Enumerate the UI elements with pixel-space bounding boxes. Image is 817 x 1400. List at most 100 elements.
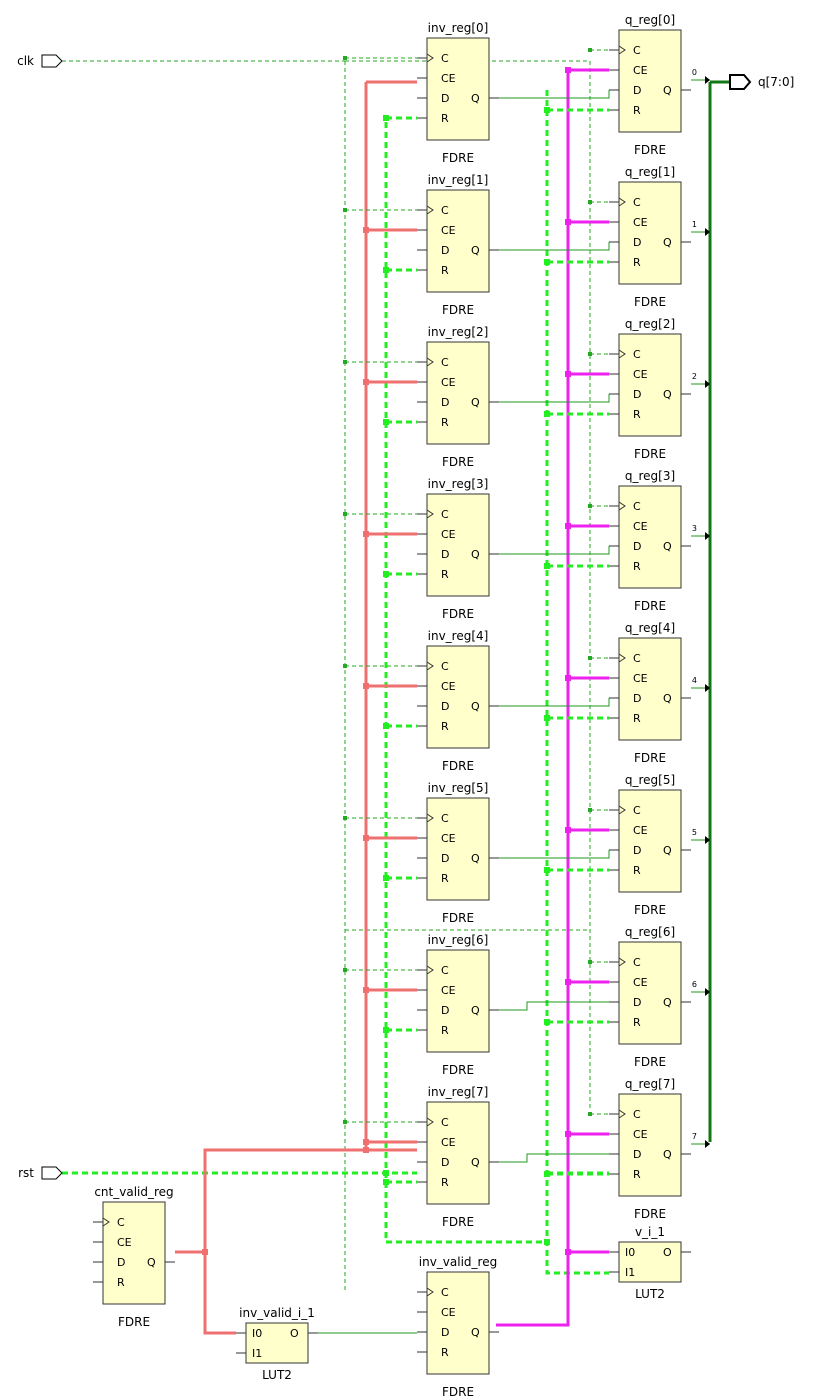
ce-junction xyxy=(363,1147,369,1153)
q-rst-spine[interactable] xyxy=(545,90,609,1275)
rst-port[interactable]: rst xyxy=(18,1166,63,1180)
fdre-body[interactable] xyxy=(618,941,682,1045)
pin-label-q: Q xyxy=(471,548,480,561)
lut-body[interactable] xyxy=(245,1322,309,1364)
fdre-body[interactable] xyxy=(618,1093,682,1197)
cell-type-label: FDRE xyxy=(634,295,666,309)
fdre-body[interactable] xyxy=(426,493,490,597)
pin-label-d: D xyxy=(633,540,641,553)
fdre-body[interactable] xyxy=(426,949,490,1053)
pin-label-c: C xyxy=(117,1216,125,1229)
cell-name-label: q_reg[0] xyxy=(625,13,675,27)
clk-junction xyxy=(343,208,347,212)
pin-label-c: C xyxy=(633,44,641,57)
pin-label-q: Q xyxy=(663,84,672,97)
pin-label-r: R xyxy=(633,560,641,573)
valid-junction xyxy=(565,675,571,681)
cell-name-label: inv_valid_reg xyxy=(419,1255,497,1269)
cell-name-label: q_reg[3] xyxy=(625,469,675,483)
cell-name-label: q_reg[4] xyxy=(625,621,675,635)
cell-type-label: FDRE xyxy=(442,911,474,925)
fdre-body[interactable] xyxy=(618,485,682,589)
pin-label-d: D xyxy=(441,1326,449,1339)
pin-label-d: D xyxy=(633,996,641,1009)
q-rst-junction xyxy=(544,715,550,721)
data-net[interactable] xyxy=(499,698,610,707)
fdre-body[interactable] xyxy=(618,333,682,437)
clock-edge-icon xyxy=(618,1109,626,1119)
port-label: q[7:0] xyxy=(758,75,794,89)
bus-bit-label: 2 xyxy=(692,372,697,381)
fdre-body[interactable] xyxy=(618,637,682,741)
fdre-body[interactable] xyxy=(426,645,490,749)
cnt-valid-to-lut[interactable] xyxy=(203,1252,236,1335)
data-net[interactable] xyxy=(499,90,610,99)
fdre-body[interactable] xyxy=(426,1271,490,1375)
bus-bit-label: 7 xyxy=(692,1132,697,1141)
cell-type-label: LUT2 xyxy=(635,1287,665,1301)
rst-junction xyxy=(383,1027,389,1033)
data-net[interactable] xyxy=(499,242,610,251)
pin-label-r: R xyxy=(441,1024,449,1037)
data-net[interactable] xyxy=(499,1001,609,1011)
lut-body[interactable] xyxy=(618,1241,682,1283)
clk-port[interactable]: clk xyxy=(17,54,63,68)
data-net[interactable] xyxy=(499,850,610,859)
q-clk-spine[interactable] xyxy=(345,60,591,1110)
port-shape[interactable] xyxy=(729,74,752,90)
fdre-body[interactable] xyxy=(618,29,682,133)
pin-label-q: Q xyxy=(663,236,672,249)
bus-bit-label: 3 xyxy=(692,524,697,533)
cell-type-label: FDRE xyxy=(442,1063,474,1077)
rst-spine[interactable] xyxy=(384,122,547,1244)
q-rst-junction xyxy=(544,563,550,569)
clock-edge-icon xyxy=(426,813,434,823)
cnt-valid-net[interactable] xyxy=(175,1148,417,1254)
pin-label-c: C xyxy=(441,1286,449,1299)
fdre-body[interactable] xyxy=(618,181,682,285)
fdre-body[interactable] xyxy=(426,189,490,293)
bus-tap-arrow xyxy=(705,1140,710,1148)
fdre-body[interactable] xyxy=(426,797,490,901)
pin-label-c: C xyxy=(633,652,641,665)
pin-label-r: R xyxy=(441,416,449,429)
data-net[interactable] xyxy=(499,1153,609,1163)
q-rst-junction xyxy=(544,411,550,417)
fdre-body[interactable] xyxy=(618,789,682,893)
valid-spine[interactable] xyxy=(496,70,570,1327)
fdre-body[interactable] xyxy=(426,1101,490,1205)
data-net[interactable] xyxy=(499,394,610,403)
ce-junction xyxy=(363,835,369,841)
port-shape[interactable] xyxy=(41,1166,63,1180)
fdre-body[interactable] xyxy=(426,341,490,445)
fdre-body[interactable] xyxy=(102,1201,166,1305)
cell-name-label: inv_reg[1] xyxy=(428,173,489,187)
clock-edge-icon xyxy=(426,357,434,367)
pin-label-d: D xyxy=(633,84,641,97)
data-net[interactable] xyxy=(499,546,610,555)
pin-label-ce: CE xyxy=(633,64,648,77)
q-port[interactable]: q[7:0] xyxy=(729,74,794,90)
fdre-body[interactable] xyxy=(426,37,490,141)
port-shape[interactable] xyxy=(41,54,63,68)
